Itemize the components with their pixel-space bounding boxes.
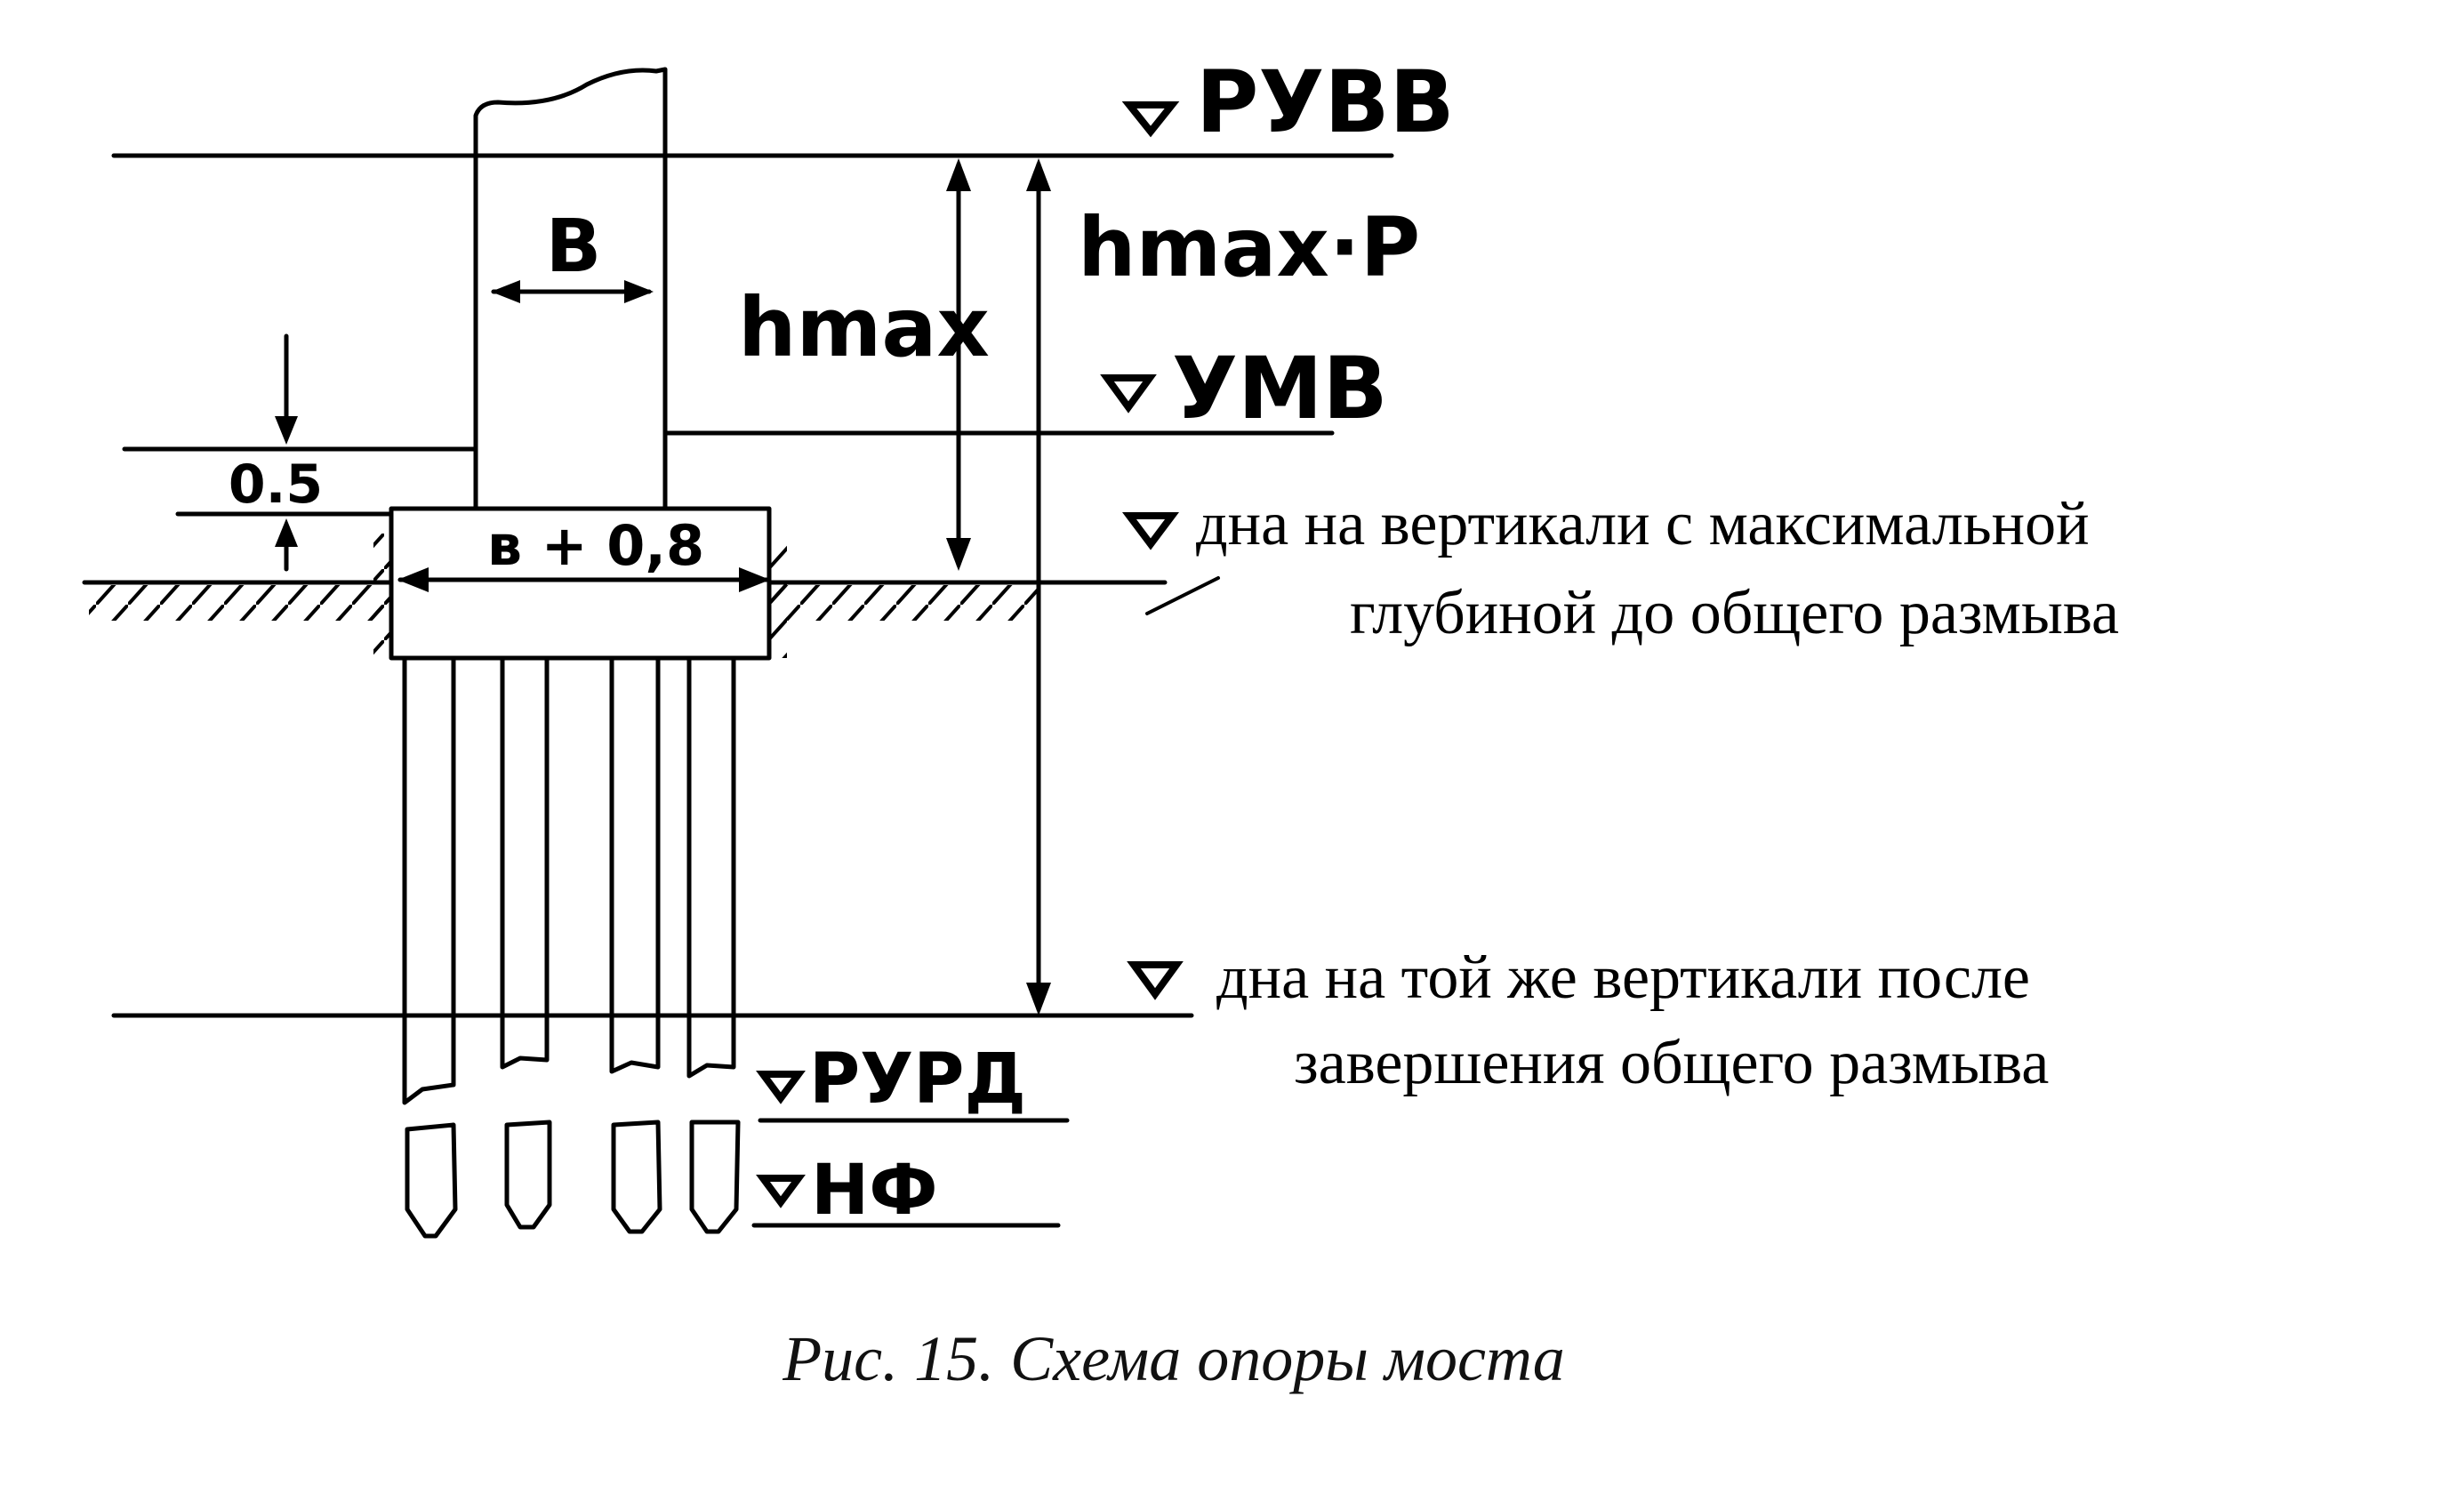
dim-h-max: hmax [738, 158, 990, 571]
marker-rurd: РУРД [756, 1039, 1026, 1120]
level-triangle-icon [1100, 374, 1157, 413]
marker-ruvv: РУВВ [1121, 52, 1455, 152]
dim-b-plus: в + 0,8 [397, 513, 770, 592]
dim-b: B [491, 205, 654, 303]
label-h-max: hmax [738, 280, 990, 375]
label-umv: УМВ [1172, 339, 1388, 438]
label-rurd: РУРД [809, 1039, 1026, 1120]
note-bottom-max-depth-line1: дна на вертикали с максимальной [1196, 490, 2090, 558]
ground-hatch-left [82, 534, 394, 658]
dim-offset: 0.5 [229, 333, 323, 572]
level-triangle-icon [1122, 512, 1179, 550]
label-h-max-p: hmax·P [1078, 200, 1420, 295]
note-bottom-after-line2: завершения общего размыва [1294, 1029, 2049, 1097]
label-b-plus: в + 0,8 [487, 513, 704, 578]
level-triangle-icon [756, 1071, 806, 1104]
marker-bottom-after [1127, 961, 1184, 1000]
level-triangle-icon [1121, 101, 1180, 138]
dim-h-max-p: hmax·P [1026, 158, 1420, 1015]
marker-nf: НФ [756, 1151, 938, 1231]
note-bottom-max-depth-line2: глубиной до общего размыва [1350, 579, 2119, 647]
level-triangle-icon [1127, 961, 1184, 1000]
piles-tips [405, 1120, 741, 1239]
level-triangle-icon [756, 1175, 806, 1208]
ground-hatch-right [766, 534, 1220, 658]
label-offset: 0.5 [229, 454, 323, 516]
marker-umv: УМВ [1100, 339, 1388, 438]
label-ruvv: РУВВ [1196, 52, 1455, 152]
figure-caption: Рис. 15. Схема опоры моста [782, 1323, 1565, 1394]
marker-bottom-max-depth [1122, 512, 1179, 550]
label-nf: НФ [811, 1151, 938, 1231]
pier-column [473, 67, 668, 510]
piles-upper [402, 655, 736, 1105]
note-bottom-after-line1: дна на той же вертикали после [1216, 943, 2030, 1012]
label-b: B [546, 205, 602, 289]
